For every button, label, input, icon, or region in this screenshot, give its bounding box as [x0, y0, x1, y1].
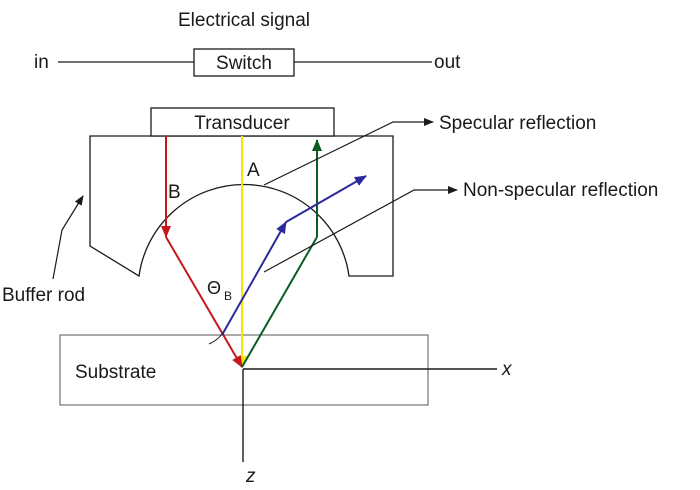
- beam-b-refracted: [165, 236, 243, 368]
- buffer-rod-label: Buffer rod: [2, 285, 85, 306]
- diagram-title: Electrical signal: [178, 10, 310, 31]
- beam-b-label: B: [168, 182, 181, 203]
- non-specular-beam-refracted: [221, 221, 287, 336]
- switch-label: Switch: [216, 53, 272, 74]
- buffer-rod-leader: [52, 195, 84, 280]
- z-axis-label: z: [245, 466, 256, 487]
- non-specular-beam-exit: [285, 175, 367, 223]
- transducer: [150, 107, 335, 137]
- specular-leader: [263, 118, 434, 186]
- specular-label: Specular reflection: [439, 113, 596, 134]
- non-specular-leader: [263, 186, 458, 273]
- in-label: in: [34, 52, 49, 73]
- theta-angle-arc: [208, 332, 224, 345]
- transducer-label: Transducer: [194, 113, 290, 134]
- substrate: [59, 334, 429, 406]
- substrate-label: Substrate: [75, 362, 156, 383]
- out-label: out: [434, 52, 461, 73]
- theta-subscript: B: [224, 289, 232, 303]
- x-axis-label: x: [501, 359, 513, 380]
- specular-beam-refracted: [241, 236, 318, 368]
- non-specular-label: Non-specular reflection: [463, 180, 658, 201]
- beam-a-label: A: [247, 160, 260, 181]
- theta-symbol: Θ: [207, 278, 221, 298]
